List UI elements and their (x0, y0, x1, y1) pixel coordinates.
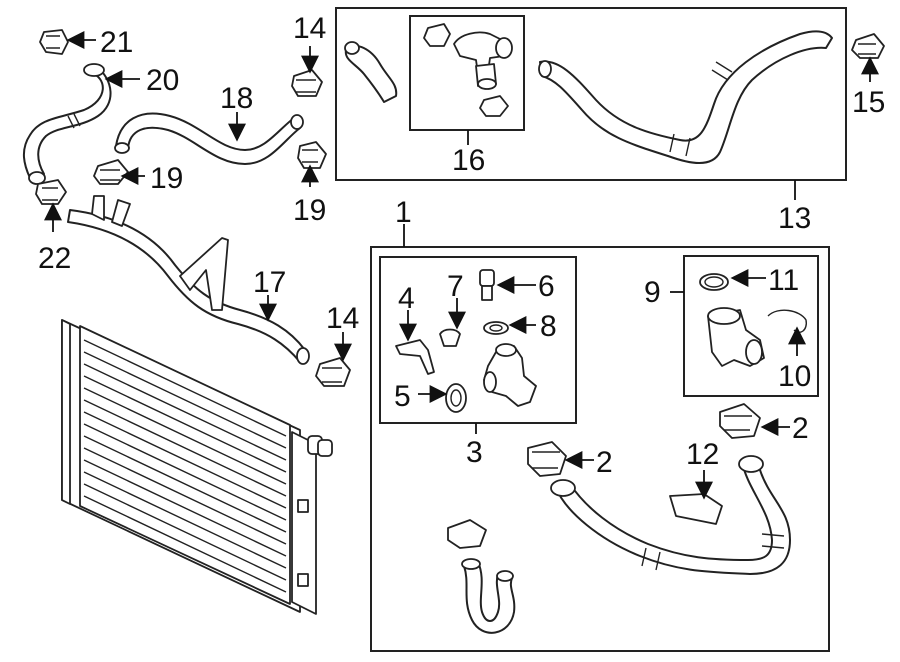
hose-1-small (447, 519, 516, 634)
callout-3: 3 (466, 436, 483, 469)
hose-17 (67, 195, 310, 365)
clamp-2-right (719, 403, 761, 439)
oring-5 (445, 383, 467, 413)
hose-20 (23, 63, 112, 185)
callout-11: 11 (768, 264, 799, 297)
clip-4 (395, 339, 435, 375)
callout-8: 8 (540, 310, 557, 343)
group-box-16 (409, 15, 525, 131)
callout-2-right: 2 (792, 412, 809, 445)
clip-7 (439, 328, 461, 347)
housing-3 (483, 343, 537, 407)
callout-19-left: 19 (150, 162, 183, 195)
hose-13-small (344, 41, 398, 103)
sensor-6 (479, 269, 495, 301)
callout-20: 20 (146, 64, 179, 97)
callout-15: 15 (852, 86, 885, 119)
group-box-1 (370, 246, 830, 652)
hose-13-large (538, 30, 833, 164)
callout-12: 12 (686, 438, 719, 471)
callout-19-right: 19 (293, 194, 326, 227)
clamp-19-left (93, 159, 129, 185)
clamp-22 (35, 179, 67, 205)
callout-18: 18 (220, 82, 253, 115)
hose-18 (114, 112, 304, 165)
clamp-14-top (291, 69, 323, 97)
clamp-2-left (527, 441, 567, 477)
callout-5: 5 (394, 380, 411, 413)
hose-1-main (550, 455, 791, 575)
fitting-16 (423, 23, 513, 117)
clamp-19-right (297, 141, 327, 169)
callout-22: 22 (38, 242, 71, 275)
callout-2-left: 2 (596, 446, 613, 479)
radiator (61, 319, 333, 615)
oring-8 (483, 321, 509, 335)
callout-9: 9 (644, 276, 661, 309)
callout-4: 4 (398, 282, 415, 315)
callout-6: 6 (538, 270, 555, 303)
bracket-12 (669, 493, 723, 525)
callout-labels: 21 20 18 19 19 14 22 17 14 15 16 13 1 6 … (38, 12, 885, 479)
callout-10: 10 (778, 360, 811, 393)
thermostat-housing-9 (707, 307, 765, 367)
clip-10 (767, 309, 808, 334)
callout-13: 13 (778, 202, 811, 235)
callout-17: 17 (253, 266, 286, 299)
group-box-3 (379, 256, 577, 424)
clamp-14-lower (315, 357, 351, 387)
callout-14-top: 14 (293, 12, 326, 45)
callout-14-lower: 14 (326, 302, 359, 335)
clamp-15 (851, 33, 885, 59)
callout-16: 16 (452, 144, 485, 177)
leader-lines (44, 31, 879, 500)
callout-21: 21 (100, 26, 133, 59)
callout-7: 7 (447, 270, 464, 303)
group-box-13 (335, 7, 847, 181)
clamp-21 (39, 29, 69, 55)
oring-11 (699, 273, 729, 291)
group-box-9 (683, 255, 819, 397)
callout-1: 1 (395, 196, 412, 229)
